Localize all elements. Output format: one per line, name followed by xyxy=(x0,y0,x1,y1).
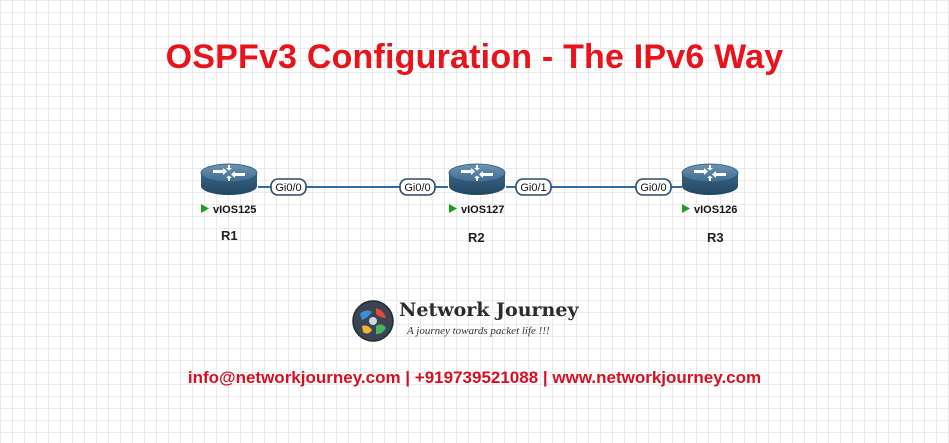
node-label-r2: vIOS127 xyxy=(449,204,504,216)
router-r1-icon[interactable] xyxy=(200,163,258,195)
svg-text:Gi0/0: Gi0/0 xyxy=(640,182,666,194)
diagram-title: OSPFv3 Configuration - The IPv6 Way xyxy=(165,38,784,76)
svg-text:vIOS127: vIOS127 xyxy=(461,204,504,216)
iface-r2-gi0-0: Gi0/0 xyxy=(399,178,436,196)
contact-info: info@networkjourney.com | +919739521088 … xyxy=(187,368,762,387)
node-label-r3: vIOS126 xyxy=(682,204,737,216)
svg-text:vIOS126: vIOS126 xyxy=(694,204,737,216)
router-r1-hostname: R1 xyxy=(221,228,238,243)
play-icon xyxy=(449,204,457,213)
router-r3-icon[interactable] xyxy=(681,163,739,195)
svg-text:Gi0/1: Gi0/1 xyxy=(520,182,546,194)
router-r3-hostname: R3 xyxy=(707,230,724,245)
node-label-r1: vIOS125 xyxy=(201,204,256,216)
svg-text:Gi0/0: Gi0/0 xyxy=(275,182,301,194)
iface-r2-gi0-1: Gi0/1 xyxy=(515,178,552,196)
router-r2-icon[interactable] xyxy=(448,163,506,195)
play-icon xyxy=(201,204,209,213)
router-r2-hostname: R2 xyxy=(468,230,485,245)
svg-text:Gi0/0: Gi0/0 xyxy=(404,182,430,194)
svg-text:vIOS125: vIOS125 xyxy=(213,204,256,216)
play-icon xyxy=(682,204,690,213)
globe-logo-icon xyxy=(352,300,394,342)
network-journey-logo: Network Journey A journey towards packet… xyxy=(352,296,612,346)
logo-name: Network Journey xyxy=(399,299,579,321)
iface-r1-gi0-0: Gi0/0 xyxy=(270,178,307,196)
logo-tagline: A journey towards packet life !!! xyxy=(407,325,550,337)
iface-r3-gi0-0: Gi0/0 xyxy=(635,178,672,196)
